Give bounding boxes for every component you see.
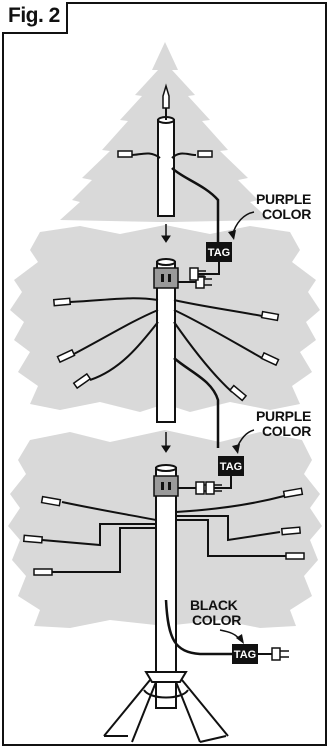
middle-outlet [153,267,179,289]
callout-bottom-line1: BLACK [190,597,238,613]
tag-middle: TAG [205,456,244,495]
callout-bottom-line2: COLOR [192,612,241,628]
callout-middle: PURPLE COLOR [232,408,312,454]
callout-middle-line1: PURPLE [256,408,311,424]
top-bulb [162,83,170,109]
callout-middle-line2: COLOR [262,423,311,439]
callout-bottom: BLACK COLOR [190,597,244,644]
callout-top: PURPLE COLOR [228,191,312,240]
tag-top-label: TAG [208,247,230,259]
bottom-outlet [153,475,179,497]
bottom-bulbs [22,487,305,576]
tag-middle-label: TAG [220,461,242,473]
figure-label: Fig. 2 [2,2,68,34]
middle-bulbs [52,297,280,402]
tag-bottom: TAG [232,644,289,664]
callout-top-line2: COLOR [262,206,311,222]
top-pole [157,119,175,217]
arrow-top-to-middle [161,224,171,243]
callout-top-line1: PURPLE [256,191,311,207]
tree-stand [103,671,229,743]
tag-bottom-label: TAG [234,649,256,661]
arrow-middle-to-bottom [161,432,171,453]
tag-top: TAG [189,242,232,281]
bottom-section-lineart [41,464,286,709]
middle-section-lineart [69,258,263,448]
line-art [117,83,220,242]
